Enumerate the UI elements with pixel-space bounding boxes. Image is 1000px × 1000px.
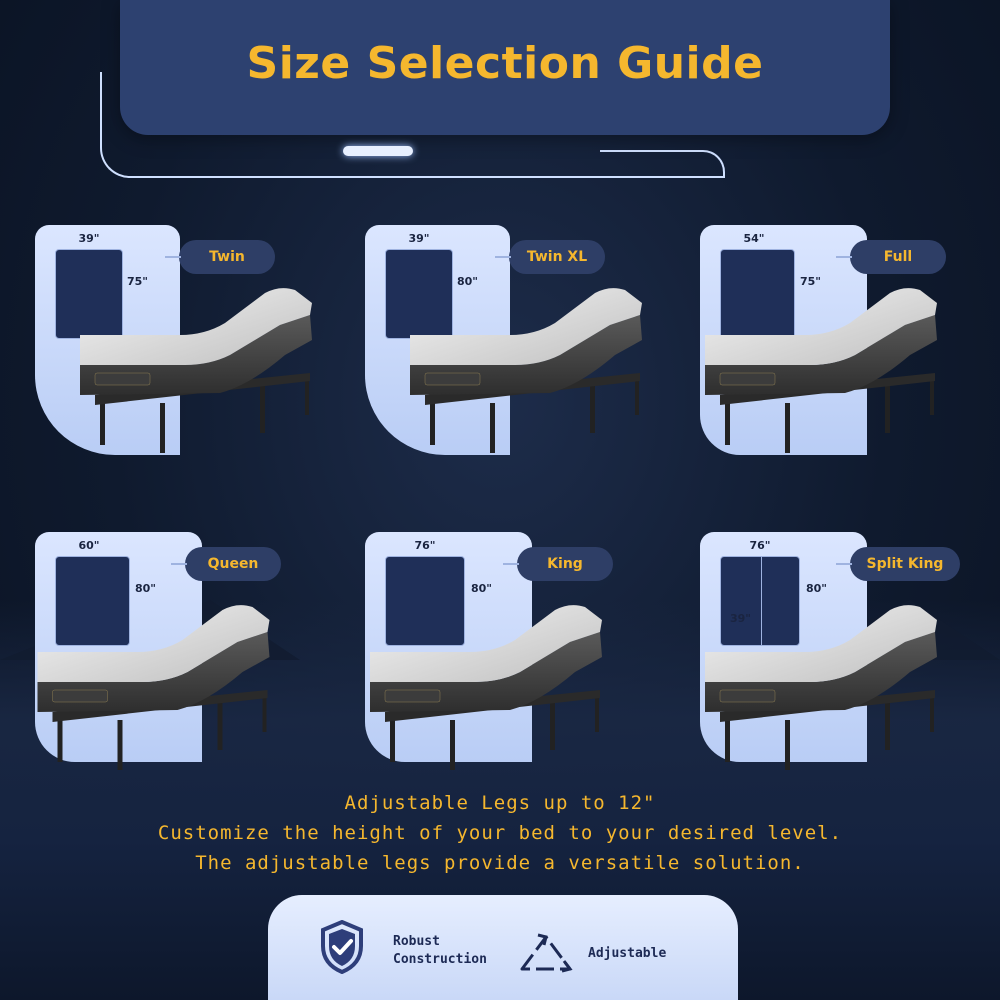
caption-line-1: Adjustable Legs up to 12" <box>344 792 656 814</box>
split-divider <box>761 556 762 646</box>
page-title: Size Selection Guide <box>246 38 764 89</box>
length-label: 80" <box>457 275 479 288</box>
shield-check-icon <box>321 920 363 974</box>
feature-label-line: Construction <box>393 952 487 967</box>
size-card-split-king: 76" 39" 80" Split King <box>700 532 1000 772</box>
decorative-pill <box>343 146 413 156</box>
adjustable-bed-image <box>410 285 650 455</box>
decorative-line <box>600 150 725 178</box>
width-label: 76" <box>414 539 436 552</box>
adjust-arrows-icon <box>520 933 573 973</box>
size-tag: Split King <box>836 547 960 581</box>
length-label: 75" <box>127 275 149 288</box>
half-width-label: 39" <box>730 612 752 625</box>
adjustable-bed-image <box>15 602 300 772</box>
caption-line-3: The adjustable legs provide a versatile … <box>195 852 805 874</box>
size-tag: Twin <box>165 240 275 274</box>
width-label: 39" <box>78 232 100 245</box>
length-label: 80" <box>135 582 157 595</box>
width-label: 76" <box>749 539 771 552</box>
feature-label-robust: Robust Construction <box>393 933 487 969</box>
length-label: 75" <box>800 275 822 288</box>
length-label: 80" <box>471 582 493 595</box>
size-tag: Twin XL <box>495 240 605 274</box>
adjustable-bed-image <box>680 602 970 772</box>
size-tag: Full <box>836 240 946 274</box>
header-panel <box>120 0 890 135</box>
feature-label-line: Robust <box>393 934 440 949</box>
dimension-box <box>720 556 800 646</box>
caption-line-2: Customize the height of your bed to your… <box>157 822 843 844</box>
features-panel: Robust Construction Adjustable <box>268 895 738 1000</box>
width-label: 60" <box>78 539 100 552</box>
feature-label-adjustable: Adjustable <box>588 946 667 961</box>
dimension-box <box>720 249 795 339</box>
size-card-king: 76" 80" King <box>365 532 665 772</box>
size-card-full: 54" 75" Full <box>700 225 1000 465</box>
adjustable-bed-image <box>80 285 320 455</box>
decorative-line <box>100 72 725 178</box>
width-label: 39" <box>408 232 430 245</box>
width-label: 54" <box>743 232 765 245</box>
size-tag: Queen <box>171 547 281 581</box>
size-tag: King <box>503 547 613 581</box>
dimension-box <box>385 249 453 339</box>
size-card-twin-xl: 39" 80" Twin XL <box>365 225 665 465</box>
size-card-twin: 39" 75" Twin <box>35 225 335 465</box>
length-label: 80" <box>806 582 828 595</box>
size-card-queen: 60" 80" Queen <box>35 532 335 772</box>
adjustable-bed-image <box>340 602 640 772</box>
dimension-box <box>385 556 465 646</box>
dimension-box <box>55 249 123 339</box>
adjustable-bed-image <box>685 285 965 455</box>
dimension-box <box>55 556 130 646</box>
